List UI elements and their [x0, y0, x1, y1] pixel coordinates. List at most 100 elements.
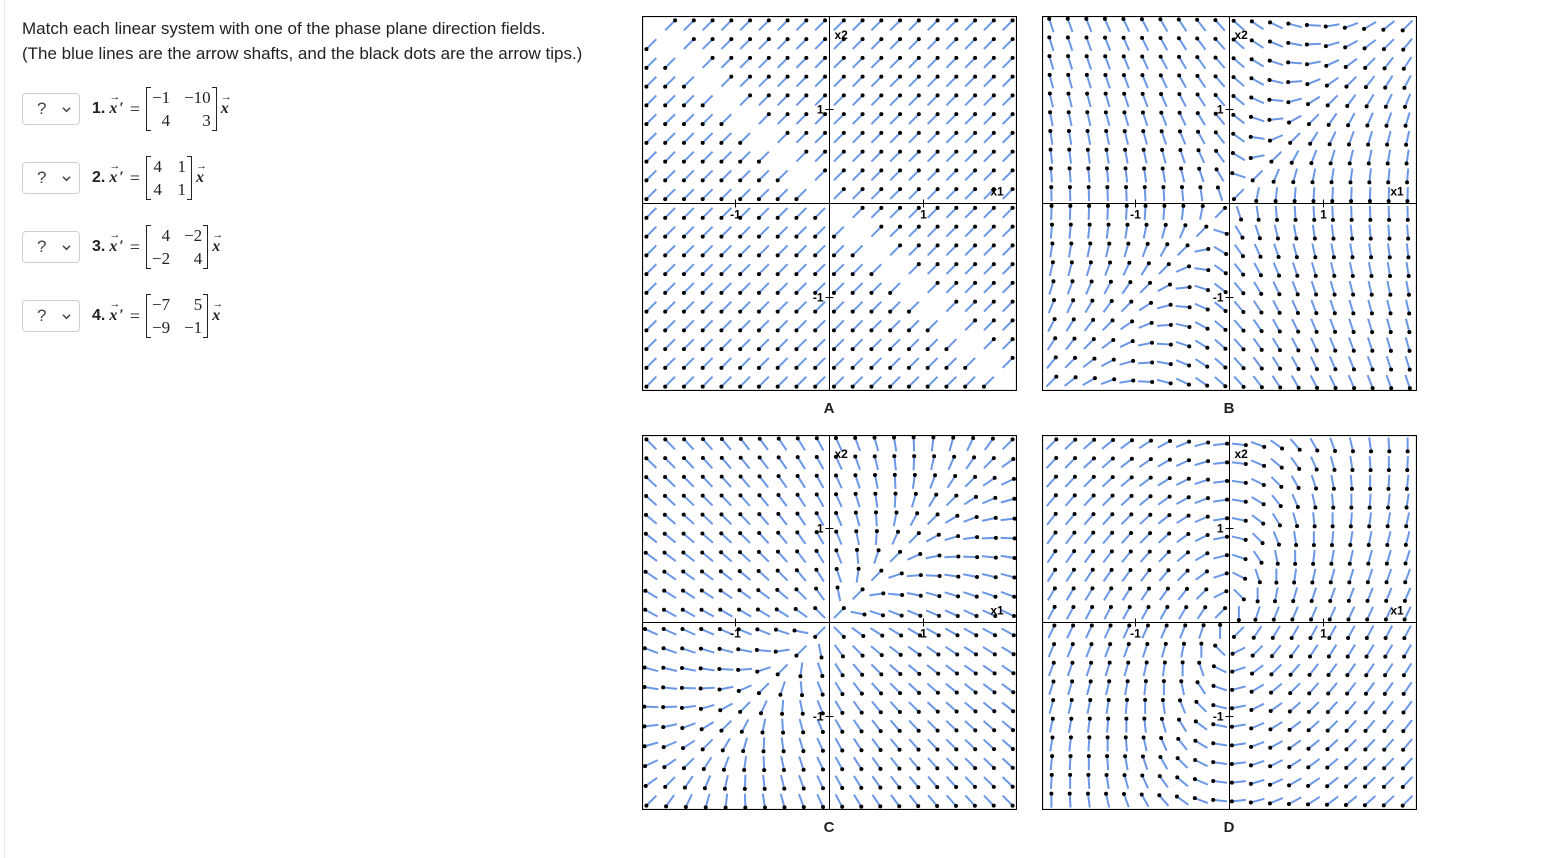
arrow-shaft [743, 774, 747, 789]
arrow-tip [1010, 37, 1015, 42]
arrow-shaft [664, 19, 676, 32]
arrow-tip [906, 384, 911, 389]
arrow-shaft [1194, 358, 1208, 368]
arrow-tip [898, 149, 903, 154]
arrow-tip [1251, 635, 1256, 640]
arrow-tip [1344, 784, 1349, 789]
arrow-shaft [720, 319, 733, 332]
arrow-shaft [1141, 37, 1150, 51]
arrow-tip [944, 365, 949, 370]
arrow-tip [1105, 754, 1110, 759]
arrow-shaft [983, 207, 995, 219]
arrow-tip [991, 205, 996, 210]
arrow-tip [1072, 530, 1077, 535]
arrow-tip [1241, 291, 1246, 296]
arrow-shaft [926, 627, 940, 637]
arrow-tip [1312, 524, 1317, 529]
arrow-tip [1205, 551, 1210, 556]
arrow-tip [1091, 337, 1096, 342]
arrow-tip [1249, 19, 1254, 24]
arrow-shaft [1328, 356, 1337, 370]
arrow-tip [1200, 204, 1205, 209]
arrow-shaft [644, 647, 659, 654]
arrow-tip [1273, 599, 1278, 604]
arrow-tip [761, 749, 766, 754]
arrow-shaft [1124, 224, 1129, 239]
arrow-shaft [982, 664, 996, 675]
answer-select-2[interactable]: ? [22, 162, 80, 194]
arrow-tip [834, 566, 839, 571]
arrow-shaft [663, 723, 678, 729]
arrow-tip [1332, 467, 1337, 472]
arrow-tip [691, 18, 696, 23]
arrow-tip [1259, 291, 1264, 296]
arrow-tip [1012, 516, 1017, 521]
arrow-tip [1243, 576, 1248, 581]
arrow-shaft [1348, 280, 1355, 295]
arrow-tip [1333, 385, 1338, 390]
arrow-tip [1011, 476, 1016, 481]
arrow-tip [916, 531, 921, 536]
arrow-tip [1381, 803, 1386, 808]
arrow-tip [1051, 279, 1056, 284]
arrow-tip [1147, 549, 1152, 554]
arrow-tip [748, 55, 753, 60]
arrow-tip [872, 454, 877, 459]
arrow-tip [755, 607, 760, 612]
arrow-shaft [1309, 131, 1319, 145]
arrow-shaft [1179, 700, 1187, 714]
arrow-tip [1086, 166, 1091, 171]
arrow-tip [781, 730, 786, 735]
arrow-tip [1332, 311, 1337, 316]
arrow-shaft [1250, 154, 1265, 159]
arrow-tip [1206, 477, 1211, 482]
arrow-tip [756, 549, 761, 554]
select-value: ? [37, 168, 47, 187]
answer-select-3[interactable]: ? [22, 231, 80, 263]
arrow-tip [642, 665, 647, 670]
arrow-shaft [701, 513, 714, 525]
arrow-tip [973, 690, 978, 695]
arrow-tip [1091, 530, 1096, 535]
arrow-tip [1175, 756, 1180, 761]
arrow-tip [1225, 460, 1230, 465]
arrow-tip [1306, 765, 1311, 770]
arrow-tip [1384, 561, 1389, 566]
arrow-shaft [776, 589, 789, 600]
arrow-shaft [1231, 479, 1246, 484]
arrow-tip [738, 384, 743, 389]
arrow-shaft [1085, 643, 1093, 658]
arrow-tip [738, 215, 743, 220]
arrow-shaft [798, 793, 805, 808]
arrow-shaft [1068, 793, 1072, 808]
arrow-shaft [1067, 112, 1073, 127]
arrow-tip [1346, 636, 1351, 641]
arrow-shaft [964, 357, 976, 369]
arrow-tip [893, 491, 898, 496]
arrow-tip [719, 384, 724, 389]
answer-select-1[interactable]: ? [22, 93, 80, 125]
arrow-tip [854, 529, 859, 534]
arrow-tip [1243, 518, 1248, 523]
arrow-tip [954, 690, 959, 695]
arrow-shaft [739, 244, 751, 257]
arrow-tip [973, 205, 978, 210]
arrow-tip [743, 805, 748, 810]
arrow-shaft [1213, 761, 1228, 766]
arrow-shaft [851, 19, 864, 32]
arrow-shaft [965, 456, 975, 470]
arrow-shaft [644, 741, 659, 748]
arrow-tip [1241, 597, 1246, 602]
arrow-tip [1204, 587, 1209, 592]
arrow-shaft [870, 94, 883, 107]
arrow-shaft [1366, 112, 1374, 126]
answer-select-4[interactable]: ? [22, 300, 80, 332]
arrow-shaft [817, 643, 823, 658]
arrow-shaft [1178, 112, 1187, 126]
arrow-tip [1090, 298, 1095, 303]
arrow-shaft [1122, 18, 1131, 33]
arrow-shaft [963, 573, 978, 578]
arrow-shaft [683, 169, 695, 182]
arrow-tip [1231, 131, 1236, 136]
arrow-shaft [724, 793, 729, 808]
